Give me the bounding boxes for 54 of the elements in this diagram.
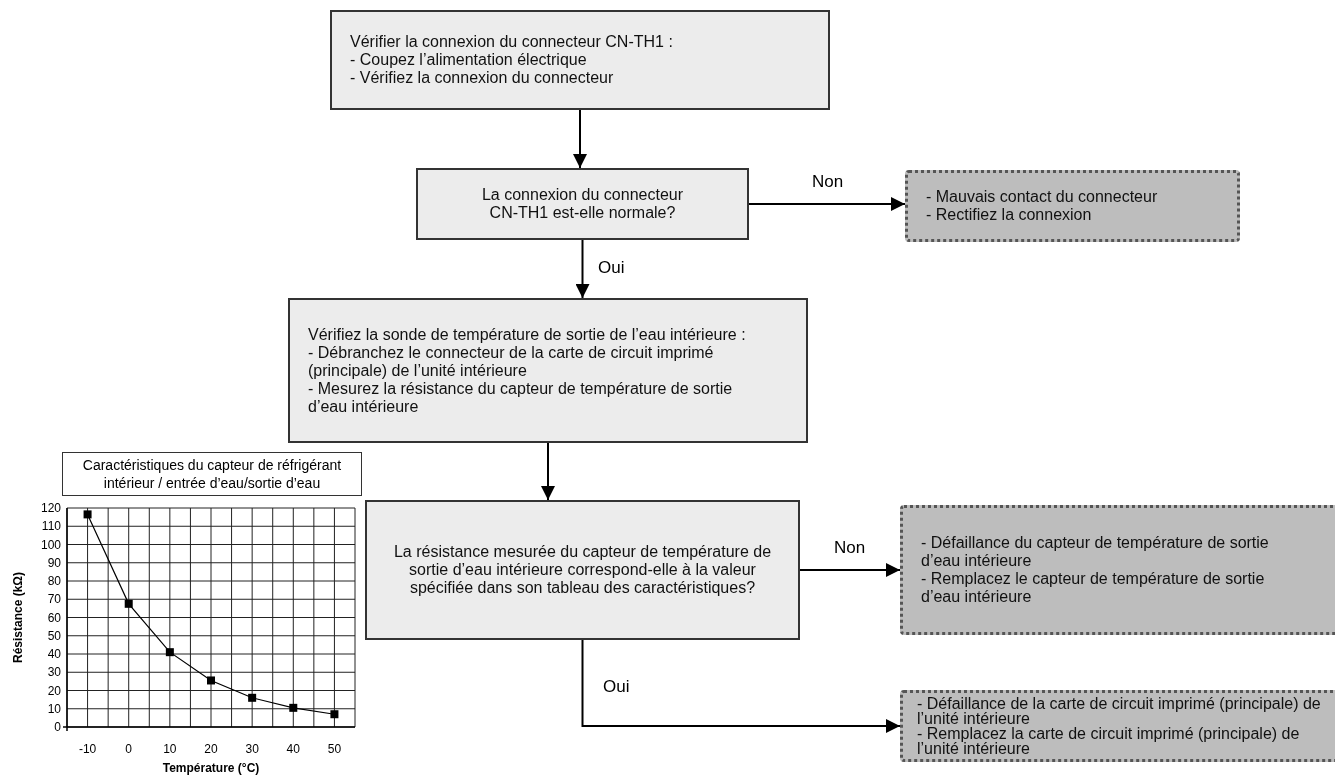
arrow xyxy=(748,197,906,211)
tick-label: 10 xyxy=(47,701,61,716)
tick-label: 110 xyxy=(41,519,61,534)
tick-label: 0 xyxy=(54,720,61,734)
box-text: - Rectifiez la connexion xyxy=(926,206,1093,224)
box-text: - Vérifiez la connexion du connecteur xyxy=(350,69,615,87)
edge-label: Oui xyxy=(598,258,625,278)
axis-title: Température (°C) xyxy=(162,761,260,775)
box-text: Vérifiez la sonde de température de sortie de l’eau intérieure : xyxy=(308,325,746,344)
box-text: La résistance mesurée du capteur de température de sortie d’eau intérieure correspond-elle à la valeur spécifiée dans son tableau des caractéristiques? xyxy=(392,543,773,597)
tick-label: 20 xyxy=(204,742,218,756)
edge-label: Non xyxy=(812,172,844,192)
box-text: - Remplacez la carte de circuit imprimé (principale) de l’unité intérieure xyxy=(917,726,1301,756)
box-text: - Remplacez le capteur de température de sortie d’eau intérieure xyxy=(921,570,1266,606)
arrow xyxy=(799,563,901,577)
result-box xyxy=(905,170,1240,242)
decision-box xyxy=(365,500,800,640)
box-text: - Mauvais contact du connecteur xyxy=(926,188,1159,206)
arrow xyxy=(541,442,555,501)
box-text: - Défaillance du capteur de température de sortie d’eau intérieure xyxy=(921,534,1270,570)
result-box xyxy=(900,505,1335,635)
tick-label: 80 xyxy=(47,574,61,588)
process-box xyxy=(288,298,808,443)
arrow xyxy=(581,639,901,733)
tick-label: 30 xyxy=(47,665,61,680)
edge-label: Oui xyxy=(603,677,630,697)
tick-label: 30 xyxy=(245,742,259,756)
tick-label: 120 xyxy=(40,501,61,515)
result-box xyxy=(900,690,1335,762)
tick-label: 10 xyxy=(163,742,177,756)
tick-label: 90 xyxy=(47,555,61,570)
decision-box xyxy=(416,168,749,240)
tick-label: 40 xyxy=(47,647,61,661)
box-text: - Débranchez le connecteur de la carte de circuit imprimé (principale) de l’unité intérieure xyxy=(308,343,715,380)
tick-label: 70 xyxy=(47,592,61,607)
tick-label: 60 xyxy=(47,610,61,625)
box-text: - Coupez l’alimentation électrique xyxy=(350,51,588,69)
box-text: Vérifier la connexion du connecteur CN-TH1 : xyxy=(350,33,674,51)
box-text: - Défaillance de la carte de circuit imprimé (principale) de l’unité intérieure xyxy=(917,696,1322,726)
arrow xyxy=(573,109,587,169)
arrow xyxy=(575,239,590,299)
axis-title: Résistance (kΩ) xyxy=(11,572,25,663)
tick-label: 40 xyxy=(286,742,300,756)
box-text: La connexion du connecteur CN-TH1 est-elle normale? xyxy=(480,186,684,222)
chart-title: Caractéristiques du capteur de réfrigérant intérieur / entrée d’eau/sortie d’eau xyxy=(62,452,362,496)
tick-label: -10 xyxy=(78,742,97,756)
tick-label: 50 xyxy=(47,628,61,643)
process-box xyxy=(330,10,830,110)
edge-label: Non xyxy=(834,538,866,558)
tick-label: 100 xyxy=(40,537,61,552)
box-text: - Mesurez la résistance du capteur de température de sortie d’eau intérieure xyxy=(308,379,734,416)
tick-label: 20 xyxy=(47,683,61,698)
tick-label: 0 xyxy=(125,742,133,756)
tick-label: 50 xyxy=(327,742,342,756)
